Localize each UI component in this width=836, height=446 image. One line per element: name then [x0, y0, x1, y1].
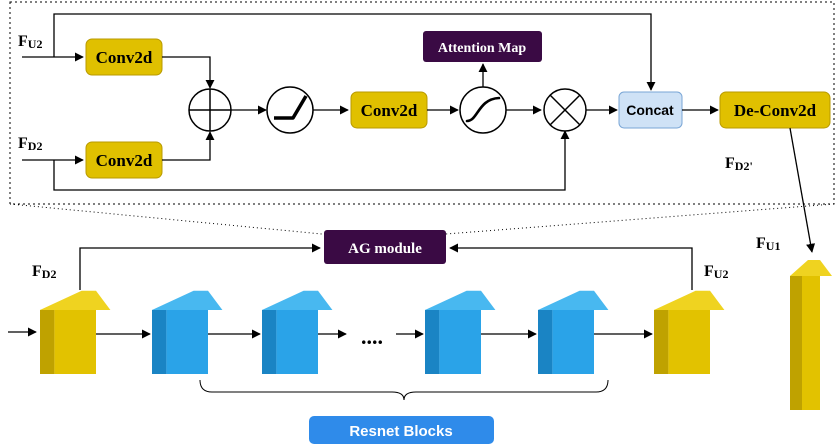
- multiply-circle-icon: [543, 88, 587, 132]
- cube-resnet-1-side: [152, 310, 167, 374]
- cube-fu2-front: [668, 310, 710, 374]
- conv2d-mid-label: Conv2d: [361, 101, 418, 120]
- fu1-main: F: [756, 235, 766, 252]
- conv2d-bottom-label: Conv2d: [96, 151, 153, 170]
- cube-row: [40, 260, 832, 410]
- ag-module-label: AG module: [348, 241, 422, 257]
- cube-fu2-cap: [654, 290, 710, 310]
- fu2-sub: U2: [28, 37, 43, 51]
- fu2b-main: F: [704, 263, 714, 280]
- cube-resnet-3-front: [439, 310, 481, 374]
- cube-fd2: [40, 290, 111, 374]
- zoom-line-left: [9, 203, 323, 235]
- cube-resnet-3-cap: [425, 290, 481, 310]
- cube-resnet-4-side: [538, 310, 553, 374]
- cube-resnet-2-front: [276, 310, 318, 374]
- cube-resnet-4-front: [552, 310, 594, 374]
- cube-resnet-3-side: [425, 310, 440, 374]
- fu2b-sub: U2: [714, 267, 729, 281]
- cube-resnet-1-cap: [152, 290, 208, 310]
- fd2p-main: F: [725, 155, 735, 172]
- ag-module-frame: [9, 1, 835, 205]
- ag-module-box: [324, 230, 446, 264]
- arrow-fu2-to-concat: [53, 13, 656, 91]
- zoom-line-right: [445, 203, 835, 235]
- cube-resnet-2: [262, 290, 333, 374]
- cube-resnet-2-side: [262, 310, 277, 374]
- fd2p-sub: D2': [735, 159, 753, 173]
- cube-fu2-side: [654, 310, 669, 374]
- relu-icon: [266, 86, 314, 134]
- cube-resnet-1: [152, 290, 223, 374]
- fd2-prime-label: FD2': [725, 155, 753, 173]
- cube-resnet-4: [538, 290, 609, 374]
- arrow-convtop-to-plus: [162, 56, 215, 89]
- ellipsis-label: ....: [361, 324, 383, 349]
- cube-fd2-front: [54, 310, 96, 374]
- attention-map-label: Attention Map: [438, 41, 526, 56]
- arrow-fd2-to-ag: [79, 243, 321, 290]
- concat-label: Concat: [626, 102, 674, 118]
- cube-resnet-3: [425, 290, 496, 374]
- arrow-convbottom-to-plus: [162, 131, 215, 161]
- cube-resnet-4-cap: [538, 290, 594, 310]
- fd2-main: F: [18, 135, 28, 152]
- sigmoid-icon: [459, 86, 507, 134]
- cube-fu2: [654, 290, 725, 374]
- fu1-sub: U1: [766, 239, 781, 253]
- arrow-fd2-to-multiply: [53, 130, 570, 191]
- arrow-fu2-to-ag: [449, 243, 693, 290]
- deconv2d-box: [719, 91, 831, 129]
- cube-resnet-1-front: [166, 310, 208, 374]
- fd2b-main: F: [32, 263, 42, 280]
- deconv2d-label: De-Conv2d: [734, 101, 817, 120]
- cube-fd2-side: [40, 310, 55, 374]
- cube-fu1: [790, 260, 832, 410]
- fu1-label: FU1: [756, 235, 780, 253]
- fd2-bottom-label: FD2: [32, 263, 56, 281]
- cube-fu1-cap: [790, 260, 820, 276]
- cube-fu1-front: [802, 276, 820, 410]
- arrow-deconv-to-fu1: [789, 127, 816, 253]
- conv2d-top-label: Conv2d: [96, 48, 153, 67]
- cube-fu1-side: [790, 276, 802, 410]
- fu2-bottom-label: FU2: [704, 263, 728, 281]
- plus-circle-icon: [188, 88, 232, 132]
- fd2-input-label: FD2: [18, 135, 42, 153]
- cube-fd2-cap: [40, 290, 96, 310]
- resnet-blocks-box: [309, 416, 494, 444]
- fu2-main: F: [18, 33, 28, 50]
- resnet-blocks-label: Resnet Blocks: [349, 423, 452, 440]
- attention-map-box: [423, 31, 542, 62]
- fu2-input-label: FU2: [18, 33, 42, 51]
- fd2b-sub: D2: [42, 267, 57, 281]
- fd2-sub: D2: [28, 139, 43, 153]
- resnet-brace: [199, 379, 609, 401]
- cube-resnet-2-cap: [262, 290, 318, 310]
